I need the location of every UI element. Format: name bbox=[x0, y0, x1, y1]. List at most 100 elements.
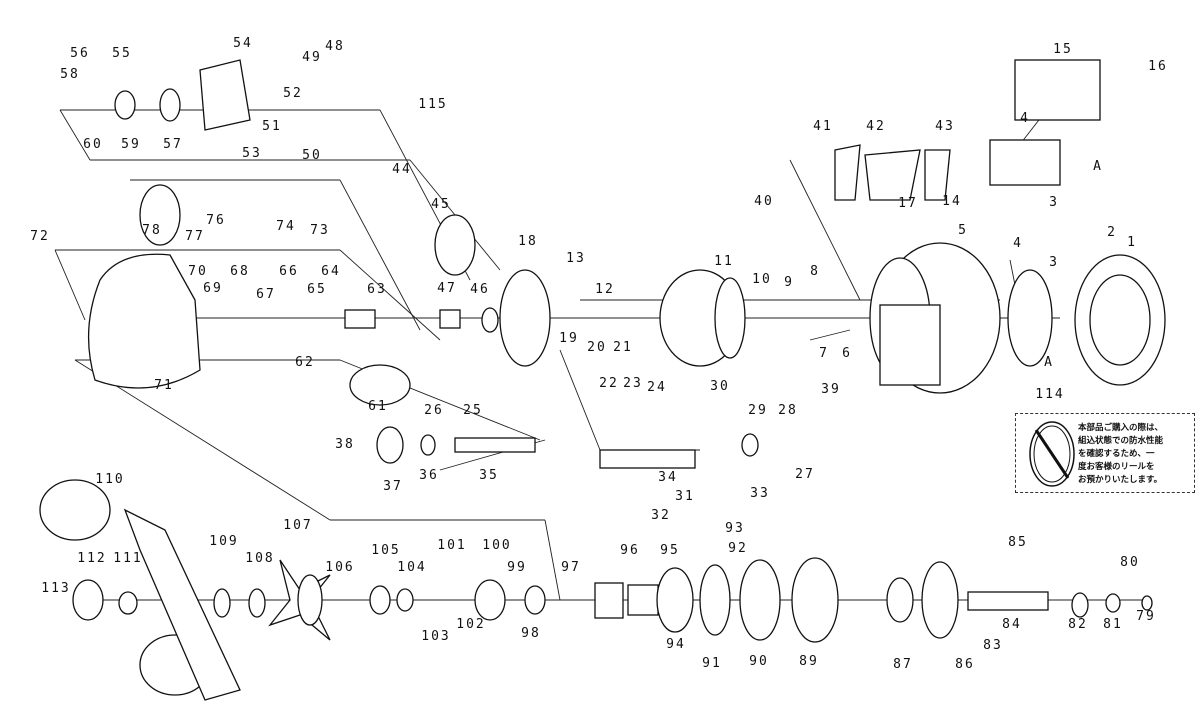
callout-20: 20 bbox=[587, 340, 607, 355]
callout-58: 58 bbox=[60, 67, 80, 82]
part-110-handle-arm bbox=[123, 508, 241, 701]
callout-10: 10 bbox=[752, 272, 772, 287]
callout-31: 31 bbox=[675, 489, 695, 504]
callout-104: 104 bbox=[397, 560, 426, 575]
callout-70: 70 bbox=[188, 264, 208, 279]
callout-101: 101 bbox=[437, 538, 466, 553]
callout-32: 32 bbox=[651, 508, 671, 523]
part-108-washer bbox=[248, 588, 266, 618]
callout-89: 89 bbox=[799, 654, 819, 669]
leader-line bbox=[54, 249, 86, 321]
part-57 bbox=[159, 88, 181, 122]
callout-14: 14 bbox=[942, 194, 962, 209]
callout-55: 55 bbox=[112, 46, 132, 61]
callout-12: 12 bbox=[595, 282, 615, 297]
part-112 bbox=[72, 579, 104, 621]
notice-line: を確認するため、一 bbox=[1078, 449, 1155, 459]
callout-83: 83 bbox=[983, 638, 1003, 653]
callout-105: 105 bbox=[371, 543, 400, 558]
callout-38: 38 bbox=[335, 437, 355, 452]
callout-102: 102 bbox=[456, 617, 485, 632]
callout-59: 59 bbox=[121, 137, 141, 152]
callout-103: 103 bbox=[421, 629, 450, 644]
callout-3: 3 bbox=[1049, 195, 1059, 210]
callout-71: 71 bbox=[154, 378, 174, 393]
callout-3: 3 bbox=[1049, 255, 1059, 270]
waterproof-notice-box: 本部品ご購入の際は、 組込状態での防水性能 を確認するため、一 度お客様のリール… bbox=[1015, 413, 1195, 493]
callout-56: 56 bbox=[70, 46, 90, 61]
part-100 bbox=[474, 579, 506, 621]
callout-19: 19 bbox=[559, 331, 579, 346]
part-43 bbox=[924, 149, 951, 201]
callout-43: 43 bbox=[935, 119, 955, 134]
callout-49: 49 bbox=[302, 50, 322, 65]
callout-97: 97 bbox=[561, 560, 581, 575]
callout-50: 50 bbox=[302, 148, 322, 163]
callout-112: 112 bbox=[77, 551, 106, 566]
part-36 bbox=[420, 434, 436, 456]
callout-29: 29 bbox=[748, 403, 768, 418]
part-104 bbox=[396, 588, 414, 612]
callout-17: 17 bbox=[898, 196, 918, 211]
callout-69: 69 bbox=[203, 281, 223, 296]
leader-line bbox=[339, 249, 441, 341]
callout-34: 34 bbox=[658, 470, 678, 485]
callout-92: 92 bbox=[728, 541, 748, 556]
callout-37: 37 bbox=[383, 479, 403, 494]
part-78-ring bbox=[139, 184, 181, 246]
callout-26: 26 bbox=[424, 403, 444, 418]
part-18-side-plate bbox=[499, 269, 551, 367]
callout-74: 74 bbox=[276, 219, 296, 234]
callout-62: 62 bbox=[295, 355, 315, 370]
callout-113: 113 bbox=[41, 581, 70, 596]
part-37-gear bbox=[376, 426, 404, 464]
callout-76: 76 bbox=[206, 213, 226, 228]
notice-line: お預かりいたします。 bbox=[1078, 475, 1163, 485]
part-63 bbox=[344, 309, 376, 329]
callout-24: 24 bbox=[647, 380, 667, 395]
leader-line bbox=[339, 179, 421, 331]
callout-61: 61 bbox=[368, 399, 388, 414]
callout-80: 80 bbox=[1120, 555, 1140, 570]
part-105-nut bbox=[369, 585, 391, 615]
callout-42: 42 bbox=[866, 119, 886, 134]
callout-73: 73 bbox=[310, 223, 330, 238]
notice-text: 本部品ご購入の際は、 組込状態での防水性能 を確認するため、一 度お客様のリール… bbox=[1078, 422, 1163, 487]
callout-96: 96 bbox=[620, 543, 640, 558]
leader-line bbox=[809, 329, 851, 341]
callout-4: 4 bbox=[1013, 236, 1023, 251]
part-71-side-frame bbox=[87, 253, 201, 389]
callout-28: 28 bbox=[778, 403, 798, 418]
callout-A: A bbox=[1093, 159, 1103, 174]
part-81 bbox=[1105, 593, 1121, 613]
part-54-lever bbox=[199, 59, 251, 131]
part-1-inner bbox=[1089, 274, 1151, 366]
part-91 bbox=[699, 564, 731, 636]
part-41 bbox=[834, 144, 861, 201]
callout-94: 94 bbox=[666, 637, 686, 652]
callout-45: 45 bbox=[431, 197, 451, 212]
callout-107: 107 bbox=[283, 518, 312, 533]
callout-15: 15 bbox=[1053, 42, 1073, 57]
callout-91: 91 bbox=[702, 656, 722, 671]
callout-106: 106 bbox=[325, 560, 354, 575]
callout-67: 67 bbox=[256, 287, 276, 302]
part-84-drive-shaft bbox=[967, 591, 1049, 611]
part-79 bbox=[1141, 595, 1153, 611]
part-35-worm-shaft bbox=[454, 437, 536, 453]
part-15-cover bbox=[1014, 59, 1101, 121]
callout-90: 90 bbox=[749, 654, 769, 669]
callout-41: 41 bbox=[813, 119, 833, 134]
callout-47: 47 bbox=[437, 281, 457, 296]
callout-51: 51 bbox=[262, 119, 282, 134]
part-98 bbox=[524, 585, 546, 615]
callout-44: 44 bbox=[392, 162, 412, 177]
part-45-plate bbox=[434, 214, 476, 276]
part-82 bbox=[1071, 592, 1089, 618]
callout-93: 93 bbox=[725, 521, 745, 536]
callout-11: 11 bbox=[714, 254, 734, 269]
callout-18: 18 bbox=[518, 234, 538, 249]
callout-40: 40 bbox=[754, 194, 774, 209]
callout-95: 95 bbox=[660, 543, 680, 558]
callout-46: 46 bbox=[470, 282, 490, 297]
